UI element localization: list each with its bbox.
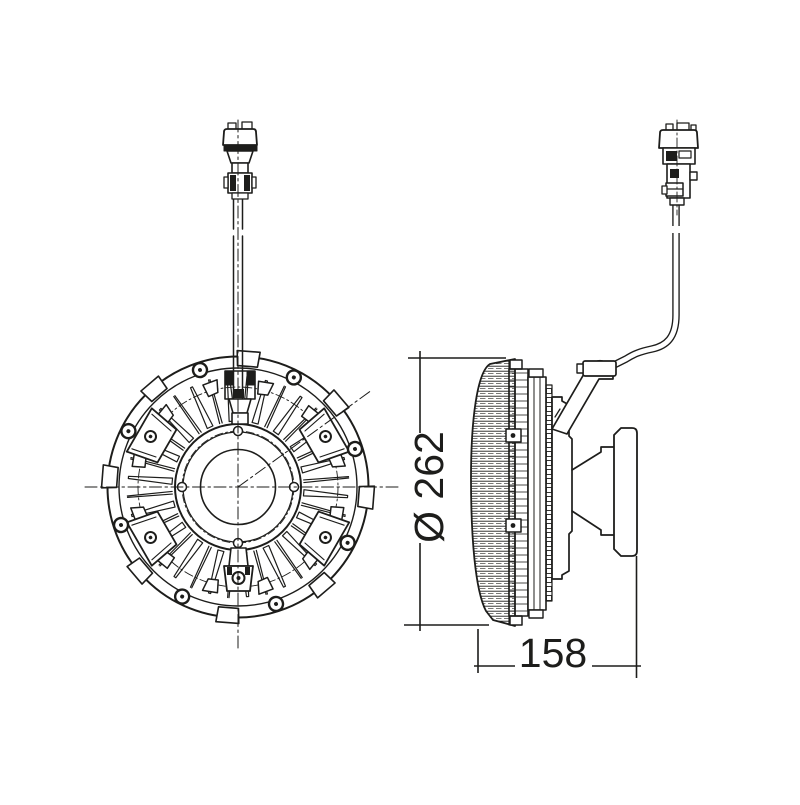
diameter-dimension-label: Ø 262 xyxy=(406,431,452,543)
electrical-connector-side xyxy=(658,119,699,216)
wire-lead xyxy=(232,198,244,400)
dimensions: Ø 262 158 xyxy=(404,351,641,678)
cable xyxy=(606,205,684,372)
mounting-flange xyxy=(613,427,638,557)
bell-housing xyxy=(551,396,573,580)
front-view xyxy=(84,119,399,649)
plate-stack xyxy=(505,359,553,626)
depth-dimension: 158 xyxy=(474,556,641,678)
side-view xyxy=(470,119,699,627)
cable-clamp xyxy=(576,359,617,377)
wire-block xyxy=(224,370,256,425)
electrical-connector-front xyxy=(222,121,258,200)
shaft-cone xyxy=(571,446,615,536)
depth-dimension-label: 158 xyxy=(519,630,587,676)
diameter-dimension: Ø 262 xyxy=(404,351,506,631)
centerlines-front xyxy=(84,119,399,649)
